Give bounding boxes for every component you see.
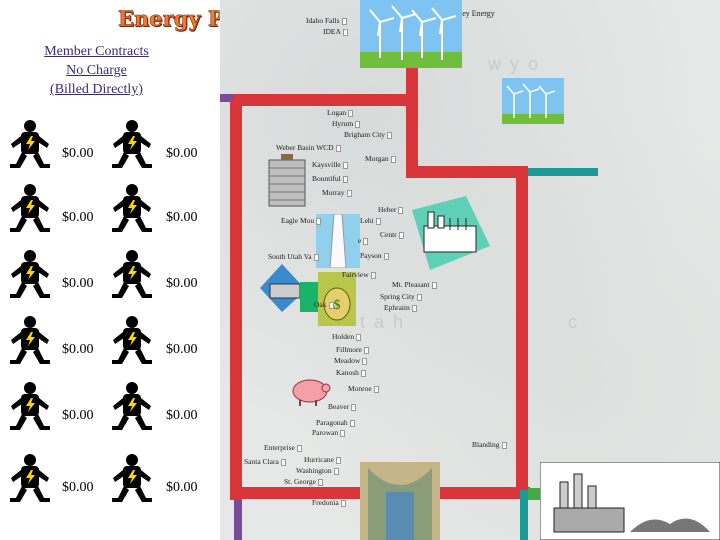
member-price: $0.00 (166, 276, 198, 291)
town-label: Hurricane (304, 455, 341, 464)
member-figure-icon (8, 182, 52, 234)
hydro-dam-image (360, 462, 440, 540)
contracts-line-1: Member Contracts (44, 44, 149, 59)
town-label: Enterprise (264, 443, 302, 452)
town-label: Ephraim (384, 303, 417, 312)
town-label: Blanding (472, 440, 507, 449)
town-label: Idaho Falls (306, 16, 347, 25)
town-label: Bountiful (312, 174, 348, 183)
town-label: St. George (284, 477, 323, 486)
road-red-step (406, 166, 526, 178)
member-figure-icon (110, 248, 154, 300)
town-label: Monroe (348, 384, 379, 393)
member-figure-icon (8, 248, 52, 300)
industrial-plant-image (540, 462, 720, 540)
member-price: $0.00 (62, 210, 94, 225)
member-figure-icon (8, 314, 52, 366)
road-red-west (230, 100, 242, 500)
town-label: Meadow (334, 356, 367, 365)
contracts-line-3: (Billed Directly) (50, 82, 143, 97)
town-label: IDEA (323, 27, 348, 36)
member-price: $0.00 (166, 146, 198, 161)
town-label: Holden (332, 332, 361, 341)
dam-power-plant-image (260, 264, 320, 312)
member-figure-icon (8, 118, 52, 170)
town-label: Fairview (342, 270, 376, 279)
svg-text:$: $ (334, 298, 341, 313)
town-label: Kanosh (336, 368, 366, 377)
member-figure-icon (8, 452, 52, 504)
town-label: Beaver (328, 402, 356, 411)
member-price: $0.00 (62, 146, 94, 161)
member-price: $0.00 (166, 342, 198, 357)
town-label: Oak (314, 300, 334, 309)
town-label: Murray (322, 188, 352, 197)
town-label: e (358, 236, 368, 245)
road-teal-down (520, 490, 528, 540)
contracts-line-2: No Charge (66, 63, 127, 78)
road-purple-top (220, 94, 240, 102)
wind-farm-small-image (502, 78, 564, 124)
vendor-label: ley Energy (460, 9, 495, 18)
town-label: Logan (327, 108, 353, 117)
town-label: Paragonah (316, 418, 355, 427)
wind-farm-image (360, 0, 462, 68)
town-label: South Utah Va (268, 252, 319, 261)
member-contracts-note: Member Contracts No Charge (Billed Direc… (34, 42, 159, 99)
road-red-east (516, 166, 528, 499)
transformer-image (268, 154, 306, 207)
town-label: Lehi (360, 216, 381, 225)
member-figure-icon (110, 314, 154, 366)
utah-map: w y o t a h c ley Energy (220, 0, 720, 540)
road-green-bottom (528, 488, 540, 500)
town-label: Morgan (365, 154, 396, 163)
town-label: Brigham City (344, 130, 392, 139)
member-figure-icon (8, 380, 52, 432)
road-red-top (234, 94, 418, 106)
money-bag-image: $ (318, 272, 356, 326)
town-label: Centr (380, 230, 404, 239)
town-label: Eagle Mou (281, 216, 321, 225)
town-label: Fillmore (336, 345, 369, 354)
town-label: Heber (378, 205, 403, 214)
town-label: Spring City (380, 292, 422, 301)
town-label: Kaysville (312, 160, 348, 169)
state-label-wyoming: w y o (488, 54, 541, 74)
member-price: $0.00 (62, 480, 94, 495)
town-label: Mt. Pleasant (392, 280, 437, 289)
member-figure-icon (110, 452, 154, 504)
member-price: $0.00 (166, 480, 198, 495)
road-red-north (406, 66, 418, 176)
smokestack-image (316, 214, 360, 268)
town-label: Parowan (312, 428, 345, 437)
town-label: Washington (296, 466, 339, 475)
state-label-colorado: c (568, 312, 579, 332)
town-label: Santa Clara (244, 457, 286, 466)
member-figure-icon (110, 118, 154, 170)
member-price: $0.00 (166, 408, 198, 423)
road-teal-top (528, 168, 598, 176)
town-label: Fredonia (312, 498, 346, 507)
member-price: $0.00 (62, 408, 94, 423)
town-label: Weber Basin WCD (276, 143, 341, 152)
piggy-bank-image (292, 379, 331, 406)
town-label: Hyrum (332, 119, 360, 128)
town-label: Payson (360, 251, 389, 260)
state-label-utah: t a h (360, 312, 406, 332)
member-figure-icon (110, 182, 154, 234)
member-price: $0.00 (166, 210, 198, 225)
member-price: $0.00 (62, 276, 94, 291)
coal-plant-image (412, 196, 490, 270)
member-price: $0.00 (62, 342, 94, 357)
member-figure-icon (110, 380, 154, 432)
